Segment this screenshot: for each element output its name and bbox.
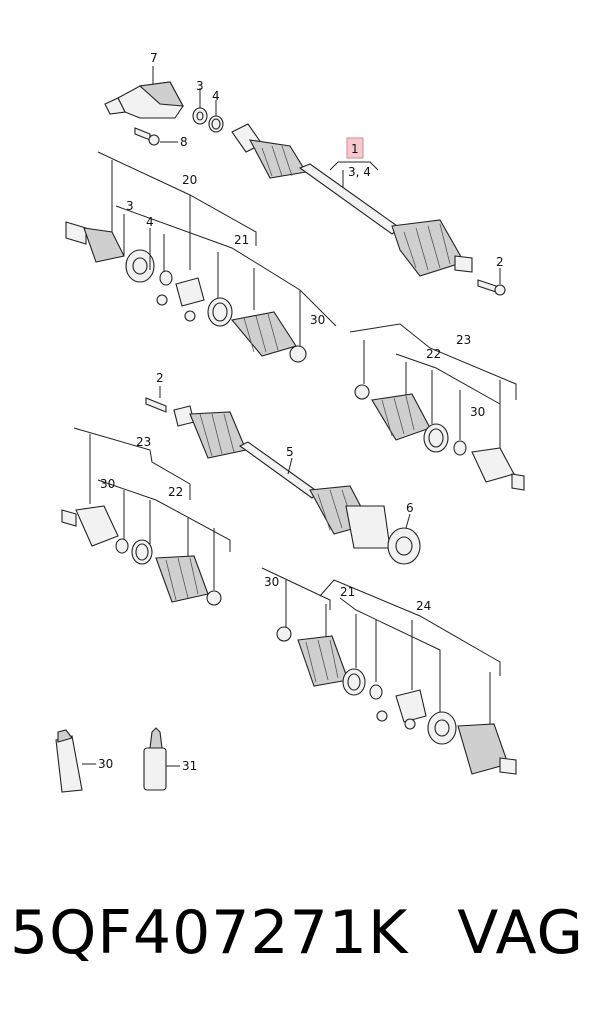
callout-1: 1 xyxy=(351,142,359,156)
callout-4-left: 4 xyxy=(146,215,154,229)
brand-text: VAG xyxy=(457,898,584,968)
inner-joint-kit-23-right xyxy=(349,323,525,491)
callout-30-right: 30 xyxy=(470,405,485,419)
callout-6: 6 xyxy=(406,501,414,515)
bolt-2-top xyxy=(477,268,506,296)
outer-joint-kit-24 xyxy=(261,567,517,775)
bolt-2-middle xyxy=(145,386,167,413)
inner-joint-kit-23-left xyxy=(61,427,231,606)
callout-1-sub: 3, 4 xyxy=(348,165,371,179)
callout-30-bottom: 30 xyxy=(264,575,279,589)
bolt-8 xyxy=(134,127,178,146)
callout-3-top: 3 xyxy=(196,79,204,93)
part-number-text: 5QF407271K xyxy=(10,898,409,968)
callout-24: 24 xyxy=(416,599,431,613)
outer-joint-kit-20 xyxy=(65,151,257,322)
heat-shield-7 xyxy=(104,66,184,119)
callout-8: 8 xyxy=(180,135,188,149)
grease-tube-30 xyxy=(55,729,96,793)
callout-30-mid-left: 30 xyxy=(100,477,115,491)
exploded-parts-diagram: 7 3 4 8 1 3, 4 20 3 4 21 2 30 23 22 2 30… xyxy=(55,51,525,793)
callout-23-left: 23 xyxy=(136,435,151,449)
callout-30-left: 30 xyxy=(310,313,325,327)
callout-21-bottom: 21 xyxy=(340,585,355,599)
sealant-bottle-31 xyxy=(143,727,180,791)
callout-4-top: 4 xyxy=(212,89,220,103)
circlip-3-top xyxy=(192,88,208,125)
callout-21-left: 21 xyxy=(234,233,249,247)
callout-5: 5 xyxy=(286,445,294,459)
ring-4-top xyxy=(208,100,224,133)
callout-22-left: 22 xyxy=(168,485,183,499)
callout-3-left: 3 xyxy=(126,199,134,213)
callout-30-grease: 30 xyxy=(98,757,113,771)
callout-7: 7 xyxy=(150,51,158,65)
callout-22-right: 22 xyxy=(426,347,441,361)
drive-shaft-1 xyxy=(231,123,473,277)
callout-31: 31 xyxy=(182,759,197,773)
callout-2-top: 2 xyxy=(496,255,504,269)
joint-kit-21-left xyxy=(115,205,337,363)
callout-1-bracket xyxy=(329,137,379,188)
callout-20: 20 xyxy=(182,173,197,187)
callout-23-right: 23 xyxy=(456,333,471,347)
left-small-parts-lines xyxy=(123,214,165,272)
drive-shaft-5 xyxy=(173,405,421,565)
callout-2-middle: 2 xyxy=(156,371,164,385)
